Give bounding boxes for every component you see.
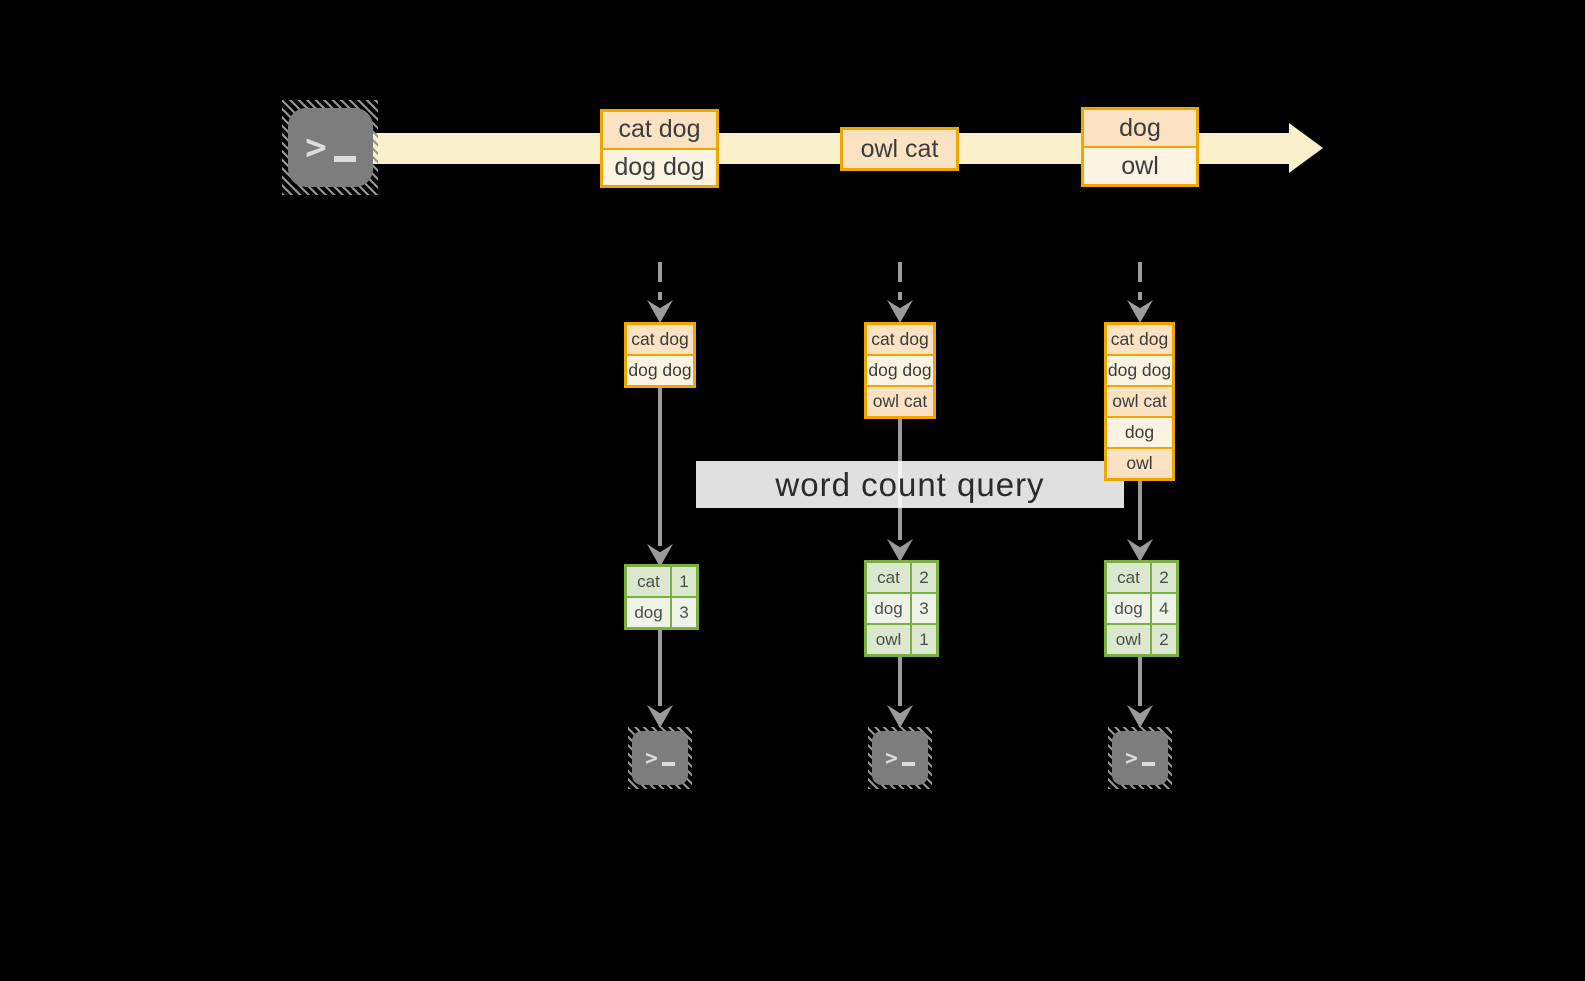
ingest-arrowhead-icon (1127, 300, 1153, 323)
word-cell: dog (627, 598, 670, 627)
prompt-chevron-icon: > (885, 746, 898, 770)
stream-arrowhead-icon (1289, 123, 1323, 173)
buffer-cell: dog dog (867, 356, 933, 385)
ingest-arrowhead-icon (647, 300, 673, 323)
buffer-cell: owl (1107, 449, 1172, 478)
source-terminal-icon: > (282, 100, 378, 195)
buffer-cell: cat dog (867, 325, 933, 354)
event-cell: dog (1084, 110, 1196, 146)
buffer-cell: dog dog (1107, 356, 1172, 385)
buffer-cell: owl cat (1107, 387, 1172, 416)
prompt-cursor-icon (1141, 762, 1155, 766)
flow-arrow-line (658, 630, 662, 706)
event-cell: cat dog (603, 112, 716, 148)
buffer-cell: cat dog (1107, 325, 1172, 354)
buffer-cell: cat dog (627, 325, 693, 354)
count-cell: 3 (912, 594, 936, 623)
flow-arrowhead-icon (887, 539, 913, 562)
query-label: word count query (696, 461, 1124, 508)
terminal-screen: > (1112, 731, 1168, 785)
stream-event-box-3: dog owl (1081, 107, 1199, 187)
word-cell: cat (627, 567, 670, 596)
flow-arrow-line (1138, 657, 1142, 706)
word-cell: dog (867, 594, 910, 623)
buffer-stack-2: cat dog dog dog owl cat (864, 322, 936, 419)
ingest-arrow-line (1138, 262, 1142, 300)
stream-event-box-2: owl cat (840, 127, 959, 171)
prompt-cursor-icon (333, 155, 356, 162)
buffer-cell: owl cat (867, 387, 933, 416)
terminal-screen: > (632, 731, 688, 785)
word-cell: owl (1107, 625, 1150, 654)
sink-terminal-icon: > (1108, 727, 1172, 789)
prompt-cursor-icon (661, 762, 675, 766)
buffer-cell: dog dog (627, 356, 693, 385)
flow-arrowhead-icon (1127, 705, 1153, 728)
event-cell: owl (1084, 148, 1196, 184)
count-cell: 1 (672, 567, 696, 596)
event-cell: owl cat (843, 130, 956, 168)
prompt-chevron-icon: > (1125, 746, 1138, 770)
result-table-1: cat 1 dog 3 (624, 564, 699, 630)
event-cell: dog dog (603, 149, 716, 185)
word-cell: cat (867, 563, 910, 592)
terminal-screen: > (288, 108, 373, 187)
ingest-arrow-line (658, 262, 662, 300)
word-cell: cat (1107, 563, 1150, 592)
buffer-stack-3: cat dog dog dog owl cat dog owl (1104, 322, 1175, 481)
flow-arrowhead-icon (647, 705, 673, 728)
result-table-2: cat 2 dog 3 owl 1 (864, 560, 939, 657)
count-cell: 1 (912, 625, 936, 654)
flow-arrowhead-icon (887, 705, 913, 728)
flow-arrow-line (898, 657, 902, 706)
word-cell: owl (867, 625, 910, 654)
ingest-arrowhead-icon (887, 300, 913, 323)
prompt-chevron-icon: > (645, 746, 658, 770)
stream-event-box-1: cat dog dog dog (600, 109, 719, 188)
buffer-cell: dog (1107, 418, 1172, 447)
flow-arrow-line (1138, 481, 1142, 540)
count-cell: 2 (1152, 563, 1176, 592)
count-cell: 4 (1152, 594, 1176, 623)
sink-terminal-icon: > (628, 727, 692, 789)
count-cell: 2 (912, 563, 936, 592)
count-cell: 3 (672, 598, 696, 627)
word-cell: dog (1107, 594, 1150, 623)
terminal-screen: > (872, 731, 928, 785)
result-table-3: cat 2 dog 4 owl 2 (1104, 560, 1179, 657)
flow-arrow-line (658, 388, 662, 546)
sink-terminal-icon: > (868, 727, 932, 789)
buffer-stack-1: cat dog dog dog (624, 322, 696, 388)
count-cell: 2 (1152, 625, 1176, 654)
prompt-cursor-icon (901, 762, 915, 766)
flow-arrowhead-icon (1127, 539, 1153, 562)
ingest-arrow-line (898, 262, 902, 300)
prompt-chevron-icon: > (305, 127, 327, 168)
